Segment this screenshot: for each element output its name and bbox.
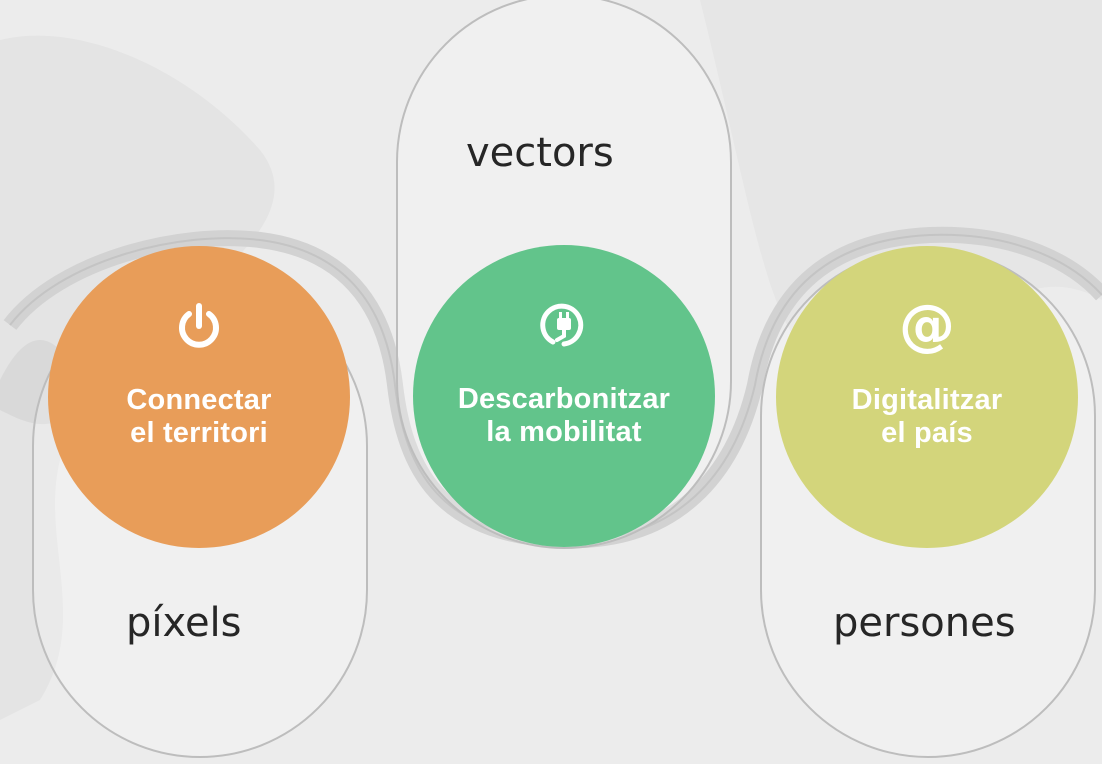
label-vectors: vectors bbox=[466, 130, 614, 176]
node-label-line1: Connectar bbox=[126, 384, 272, 416]
label-persones: persones bbox=[833, 600, 1016, 646]
node-label-line2: el territori bbox=[130, 417, 268, 449]
node-label-line2: el país bbox=[881, 417, 973, 449]
node-label-line1: Digitalitzar bbox=[851, 384, 1003, 416]
label-pixels: píxels bbox=[126, 600, 242, 646]
at-icon: @ bbox=[899, 293, 955, 358]
node-label-line1: Descarbonitzar bbox=[457, 383, 671, 415]
node-label-line2: la mobilitat bbox=[486, 416, 642, 448]
plug-icon bbox=[539, 297, 589, 353]
power-icon bbox=[176, 298, 222, 354]
node-descarbonitzar: Descarbonitzar la mobilitat bbox=[413, 245, 715, 547]
node-digitalitzar: @ Digitalitzar el país bbox=[776, 246, 1078, 548]
node-connectar: Connectar el territori bbox=[48, 246, 350, 548]
